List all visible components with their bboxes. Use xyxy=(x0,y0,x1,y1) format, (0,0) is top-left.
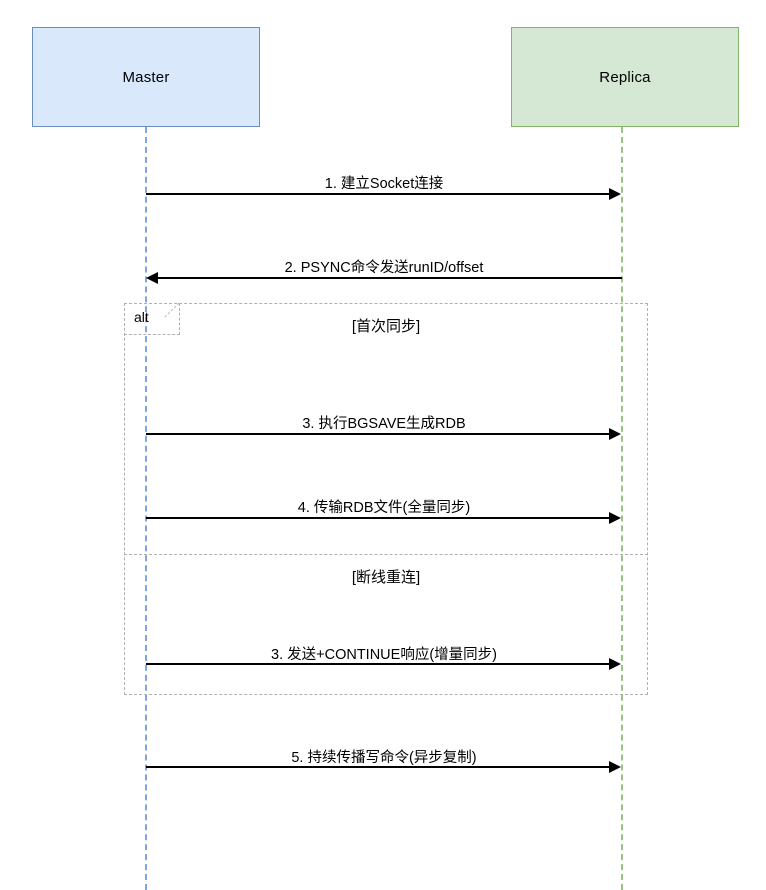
alt-fragment-divider xyxy=(124,554,648,555)
lifeline-master xyxy=(145,127,147,890)
participant-box-master[interactable]: Master xyxy=(32,27,260,127)
alt-fragment-frame xyxy=(124,303,648,695)
message-label-1: 1. 建立Socket连接 xyxy=(324,176,444,192)
message-label-2: 2. PSYNC命令发送runID/offset xyxy=(284,260,484,276)
message-line-2 xyxy=(158,277,622,279)
arrow-head-right-icon-1 xyxy=(609,188,621,200)
alt-tag-cut-corner-icon xyxy=(164,302,180,318)
alt-fragment-tag xyxy=(124,302,180,335)
participant-box-replica[interactable]: Replica xyxy=(511,27,739,127)
arrow-head-right-icon-6 xyxy=(609,761,621,773)
message-label-3: 3. 执行BGSAVE生成RDB xyxy=(302,416,466,432)
arrow-head-right-icon-5 xyxy=(609,658,621,670)
message-line-4 xyxy=(146,517,611,519)
participant-label-replica: Replica xyxy=(599,68,651,86)
alt-condition-label-1: [首次同步] xyxy=(351,318,421,335)
participant-label-master: Master xyxy=(122,68,170,86)
arrow-head-right-icon-4 xyxy=(609,512,621,524)
message-line-6 xyxy=(146,766,611,768)
arrow-head-right-icon-3 xyxy=(609,428,621,440)
message-line-5 xyxy=(146,663,611,665)
alt-condition-label-2: [断线重连] xyxy=(351,569,421,586)
message-label-5: 3. 发送+CONTINUE响应(增量同步) xyxy=(271,647,497,663)
message-line-1 xyxy=(146,193,611,195)
message-label-4: 4. 传输RDB文件(全量同步) xyxy=(297,500,471,516)
alt-operator-label: alt xyxy=(134,309,149,325)
message-line-3 xyxy=(146,433,611,435)
message-label-6: 5. 持续传播写命令(异步复制) xyxy=(291,750,477,766)
lifeline-replica xyxy=(621,127,623,890)
arrow-head-left-icon-2 xyxy=(146,272,158,284)
